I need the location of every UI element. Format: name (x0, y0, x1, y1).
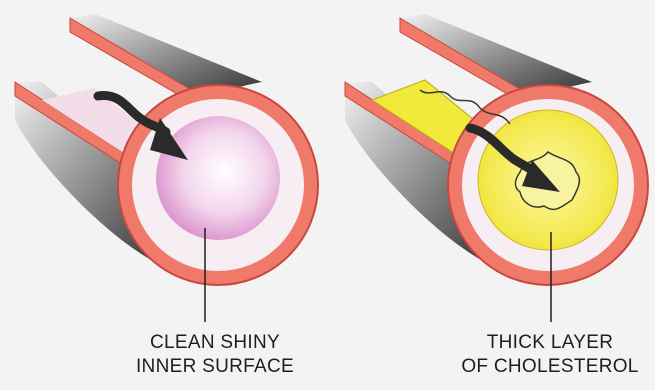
healthy-caption-line1: CLEAN SHINY (90, 331, 340, 355)
healthy-artery-caption: CLEAN SHINY INNER SURFACE (90, 331, 340, 379)
healthy-artery-lumen (156, 116, 280, 240)
blocked-artery-caption: THICK LAYER OF CHOLESTEROL (420, 331, 655, 379)
blocked-caption-line1: THICK LAYER (420, 331, 655, 355)
healthy-artery (15, 14, 318, 322)
healthy-caption-line2: INNER SURFACE (90, 355, 340, 379)
blocked-artery (345, 14, 648, 322)
blocked-caption-line2: OF CHOLESTEROL (420, 355, 655, 379)
